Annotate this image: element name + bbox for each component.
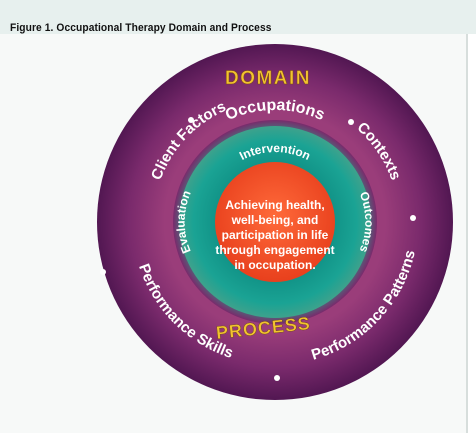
center-line: well-being, and <box>231 213 319 227</box>
center-circle <box>215 162 335 282</box>
label-outcomes: Outcomes <box>357 190 377 255</box>
center-line: participation in life <box>222 228 329 242</box>
separator-dot <box>410 215 416 221</box>
separator-dot <box>100 269 106 275</box>
domain-title: DOMAIN <box>225 68 311 89</box>
separator-dot <box>188 117 194 123</box>
center-line: through engagement <box>215 243 334 257</box>
figure-caption: Figure 1. Occupational Therapy Domain an… <box>10 22 272 34</box>
separator-dot <box>348 119 354 125</box>
label-evaluation: Evaluation <box>174 188 194 255</box>
center-text: Achieving health, well-being, and partic… <box>215 198 334 272</box>
separator-dot <box>274 375 280 381</box>
center-line: Achieving health, <box>225 198 324 212</box>
center-line: in occupation. <box>234 258 315 272</box>
caption-bar <box>0 0 476 34</box>
label-intervention: Intervention <box>237 141 313 163</box>
